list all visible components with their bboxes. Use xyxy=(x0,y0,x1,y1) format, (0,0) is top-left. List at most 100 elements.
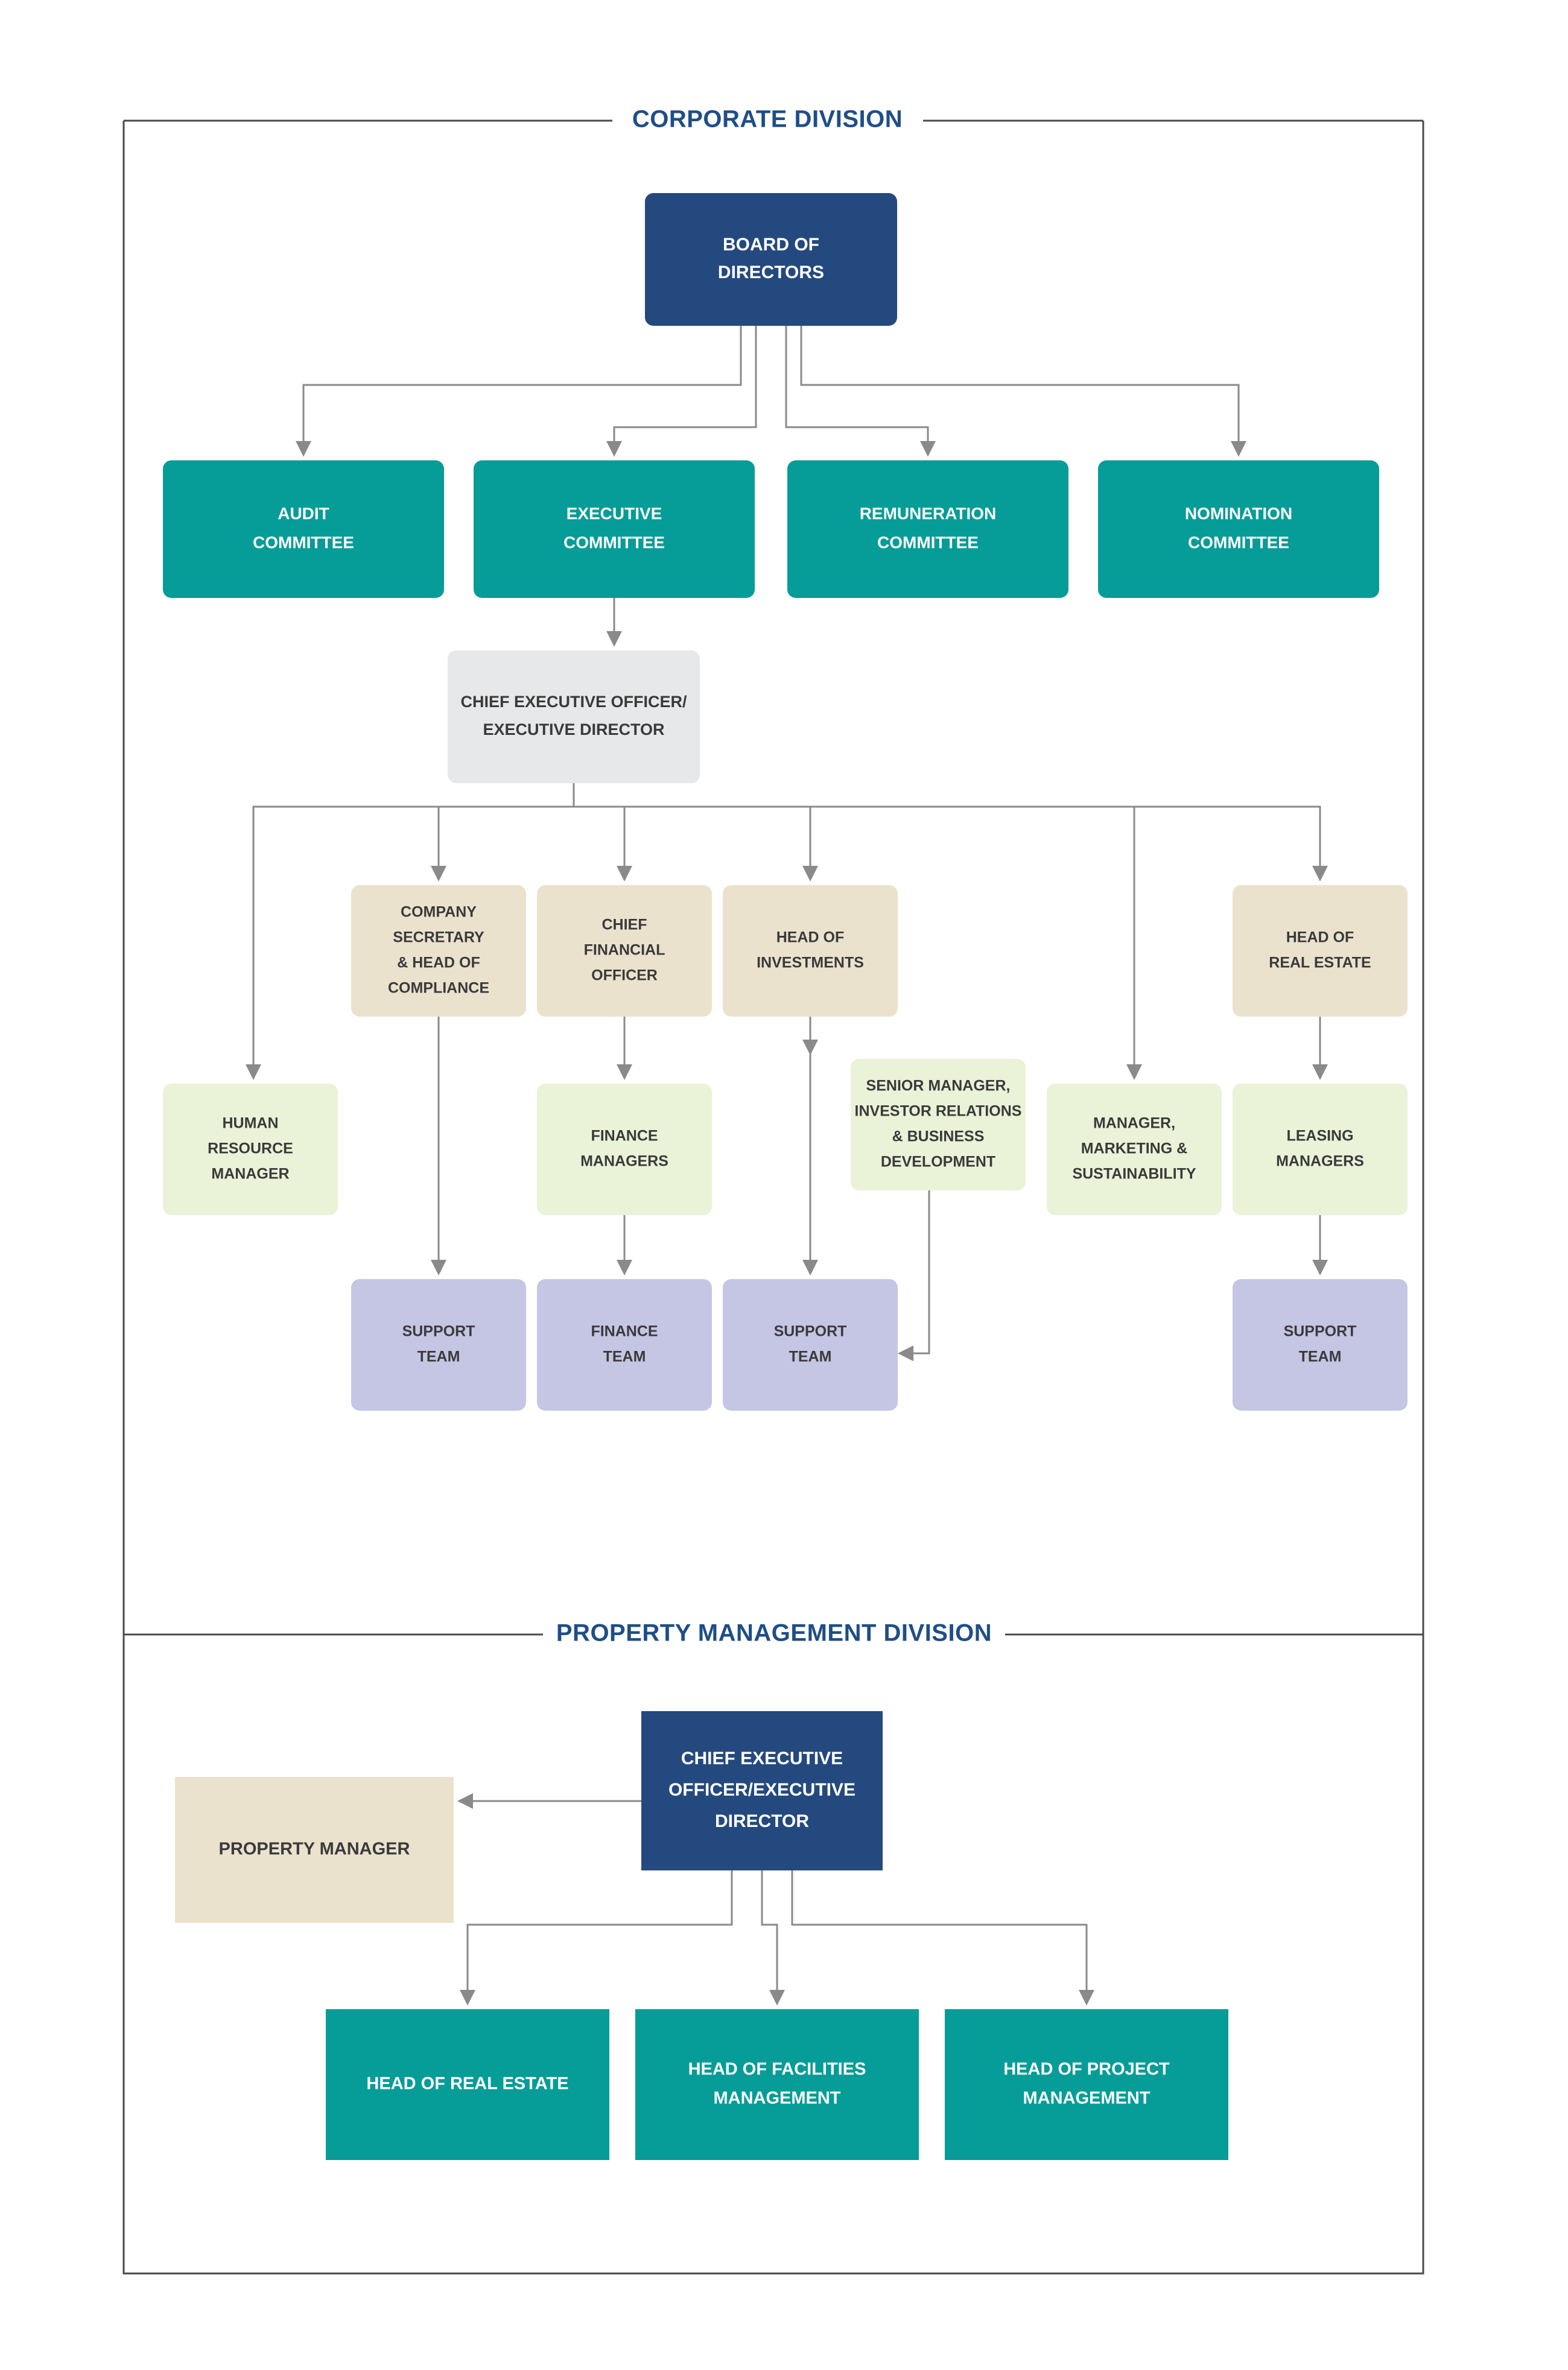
node-nomination-committee[interactable]: NOMINATION COMMITTEE xyxy=(1098,460,1379,598)
node-box-board-of-directors[interactable] xyxy=(645,193,897,326)
node-box-manager-marketing-sustainability[interactable] xyxy=(1047,1084,1222,1215)
arrow-head-ceo-to-chief-financial-officer xyxy=(617,866,632,882)
node-label-senior-manager-investor-relations-business-development-line-3: & BUSINESS xyxy=(892,1128,985,1145)
node-label-executive-committee-line-2: COMMITTEE xyxy=(563,533,665,551)
node-label-head-of-real-estate-corporate-line-1: HEAD OF xyxy=(1286,929,1354,946)
node-box-executive-committee[interactable] xyxy=(474,460,755,598)
node-executive-committee[interactable]: EXECUTIVE COMMITTEE xyxy=(474,460,755,598)
node-support-team-investments[interactable]: SUPPORT TEAM xyxy=(723,1279,898,1411)
node-label-company-secretary-head-of-compliance-line-4: COMPLIANCE xyxy=(388,980,489,997)
node-finance-team[interactable]: FINANCE TEAM xyxy=(537,1279,712,1411)
node-label-nomination-committee-line-2: COMMITTEE xyxy=(1188,533,1289,551)
node-label-chief-executive-officer-corporate-line-1: CHIEF EXECUTIVE OFFICER/ xyxy=(460,693,687,711)
node-label-head-of-investments-line-2: INVESTMENTS xyxy=(757,955,864,971)
arrow-head-company-secretary-to-support-team-1 xyxy=(431,1260,446,1276)
node-label-support-team-investments-line-2: TEAM xyxy=(789,1349,832,1365)
node-manager-marketing-sustainability[interactable]: MANAGER,MARKETING &SUSTAINABILITY xyxy=(1047,1084,1222,1215)
node-box-chief-executive-officer-property-management[interactable] xyxy=(641,1711,883,1870)
node-box-head-of-real-estate-corporate[interactable] xyxy=(1233,885,1408,1017)
node-box-chief-financial-officer[interactable] xyxy=(537,885,712,1017)
node-label-support-team-investments-line-1: SUPPORT xyxy=(774,1323,847,1340)
arrow-head-ceo-to-head-of-investments xyxy=(802,866,818,882)
node-finance-managers[interactable]: FINANCE MANAGERS xyxy=(537,1084,712,1215)
node-box-nomination-committee[interactable] xyxy=(1098,460,1379,598)
node-box-head-of-real-estate-property-management[interactable] xyxy=(326,2009,609,2160)
node-label-head-of-facilities-management-line-2: MANAGEMENT xyxy=(713,2089,840,2108)
node-label-support-team-real-estate-line-2: TEAM xyxy=(1299,1349,1342,1365)
node-box-chief-executive-officer-corporate[interactable] xyxy=(448,650,700,783)
node-box-head-of-investments[interactable] xyxy=(723,885,898,1017)
node-label-finance-managers-line-1: FINANCE xyxy=(591,1128,658,1145)
node-head-of-real-estate-corporate[interactable]: HEAD OF REAL ESTATE xyxy=(1233,885,1408,1017)
node-label-executive-committee-line-1: EXECUTIVE xyxy=(567,504,662,523)
node-box-audit-committee[interactable] xyxy=(163,460,444,598)
node-label-company-secretary-head-of-compliance-line-2: SECRETARY xyxy=(393,929,484,946)
node-senior-manager-investor-relations-business-development[interactable]: SENIOR MANAGER,INVESTOR RELATIONS& BUSIN… xyxy=(851,1059,1026,1190)
node-label-chief-executive-officer-property-management-line-3: DIRECTOR xyxy=(715,1811,809,1831)
node-label-human-resource-manager-line-3: MANAGER xyxy=(211,1166,289,1183)
node-box-head-of-facilities-management[interactable] xyxy=(635,2009,919,2160)
node-label-human-resource-manager-line-2: RESOURCE xyxy=(208,1140,293,1157)
connector-board-to-audit-committee xyxy=(302,326,742,442)
division-title-corporate: CORPORATE DIVISION xyxy=(632,106,903,133)
arrow-head-head-of-investments-to-support-team-2 xyxy=(802,1260,818,1276)
node-box-human-resource-manager[interactable] xyxy=(163,1084,338,1215)
arrow-head-pm-ceo-to-property-manager xyxy=(457,1793,473,1809)
node-label-manager-marketing-sustainability-line-1: MANAGER, xyxy=(1093,1115,1175,1132)
node-label-head-of-real-estate-corporate-line-2: REAL ESTATE xyxy=(1269,955,1371,971)
node-label-chief-executive-officer-property-management-line-2: OFFICER/EXECUTIVE xyxy=(668,1780,855,1800)
node-box-senior-manager-investor-relations-business-development[interactable] xyxy=(851,1059,1026,1190)
node-chief-executive-officer-property-management[interactable]: CHIEF EXECUTIVE OFFICER/EXECUTIVE DIRECTOR xyxy=(641,1711,883,1870)
node-box-remuneration-committee[interactable] xyxy=(787,460,1068,598)
node-label-nomination-committee-line-1: NOMINATION xyxy=(1185,504,1292,523)
node-label-board-of-directors-line-1: BOARD OF xyxy=(723,235,819,255)
node-box-finance-team[interactable] xyxy=(537,1279,712,1411)
arrow-head-pm-ceo-to-head-of-real-estate xyxy=(460,1990,475,2006)
node-label-manager-marketing-sustainability-line-3: SUSTAINABILITY xyxy=(1072,1166,1196,1183)
node-label-company-secretary-head-of-compliance-line-3: & HEAD OF xyxy=(397,955,480,971)
node-label-support-team-compliance-line-1: SUPPORT xyxy=(402,1323,475,1340)
node-box-leasing-managers[interactable] xyxy=(1233,1084,1408,1215)
arrow-head-executive-committee-to-ceo xyxy=(606,631,622,647)
node-label-finance-team-line-1: FINANCE xyxy=(591,1323,658,1340)
node-label-finance-managers-line-2: MANAGERS xyxy=(580,1153,668,1170)
arrow-head-board-to-nomination-committee xyxy=(1231,441,1246,457)
node-box-finance-managers[interactable] xyxy=(537,1084,712,1215)
arrow-head-cfo-to-finance-managers xyxy=(617,1064,632,1080)
node-label-chief-executive-officer-property-management-line-1: CHIEF EXECUTIVE xyxy=(681,1749,843,1768)
node-label-chief-financial-officer-line-1: CHIEF xyxy=(602,917,647,933)
node-box-support-team-real-estate[interactable] xyxy=(1233,1279,1408,1411)
node-label-finance-team-line-2: TEAM xyxy=(603,1349,646,1365)
node-box-head-of-project-management[interactable] xyxy=(945,2009,1228,2160)
arrow-head-leasing-managers-to-support-team-3 xyxy=(1312,1260,1328,1276)
connector-layer xyxy=(246,326,1328,2006)
connector-pm-ceo-to-head-of-facilities xyxy=(761,1870,778,1991)
node-box-support-team-compliance[interactable] xyxy=(351,1279,526,1411)
node-property-manager[interactable]: PROPERTY MANAGER xyxy=(175,1777,454,1923)
node-label-audit-committee-line-2: COMMITTEE xyxy=(253,533,354,551)
node-chief-executive-officer-corporate[interactable]: CHIEF EXECUTIVE OFFICER/EXECUTIVE DIRECT… xyxy=(448,650,700,783)
arrow-head-senior-manager-to-support-team-2 xyxy=(898,1345,913,1361)
node-box-company-secretary-head-of-compliance[interactable] xyxy=(351,885,526,1017)
node-head-of-real-estate-property-management[interactable]: HEAD OF REAL ESTATE xyxy=(326,2009,609,2160)
node-box-property-manager[interactable] xyxy=(175,1777,454,1923)
connector-ceo-to-head-of-real-estate xyxy=(1134,805,1321,867)
node-box-support-team-investments[interactable] xyxy=(723,1279,898,1411)
node-label-chief-executive-officer-corporate-line-2: EXECUTIVE DIRECTOR xyxy=(483,720,664,739)
connector-board-to-nomination-committee xyxy=(800,326,1240,442)
connector-senior-manager-to-support-team-2 xyxy=(912,1190,930,1355)
